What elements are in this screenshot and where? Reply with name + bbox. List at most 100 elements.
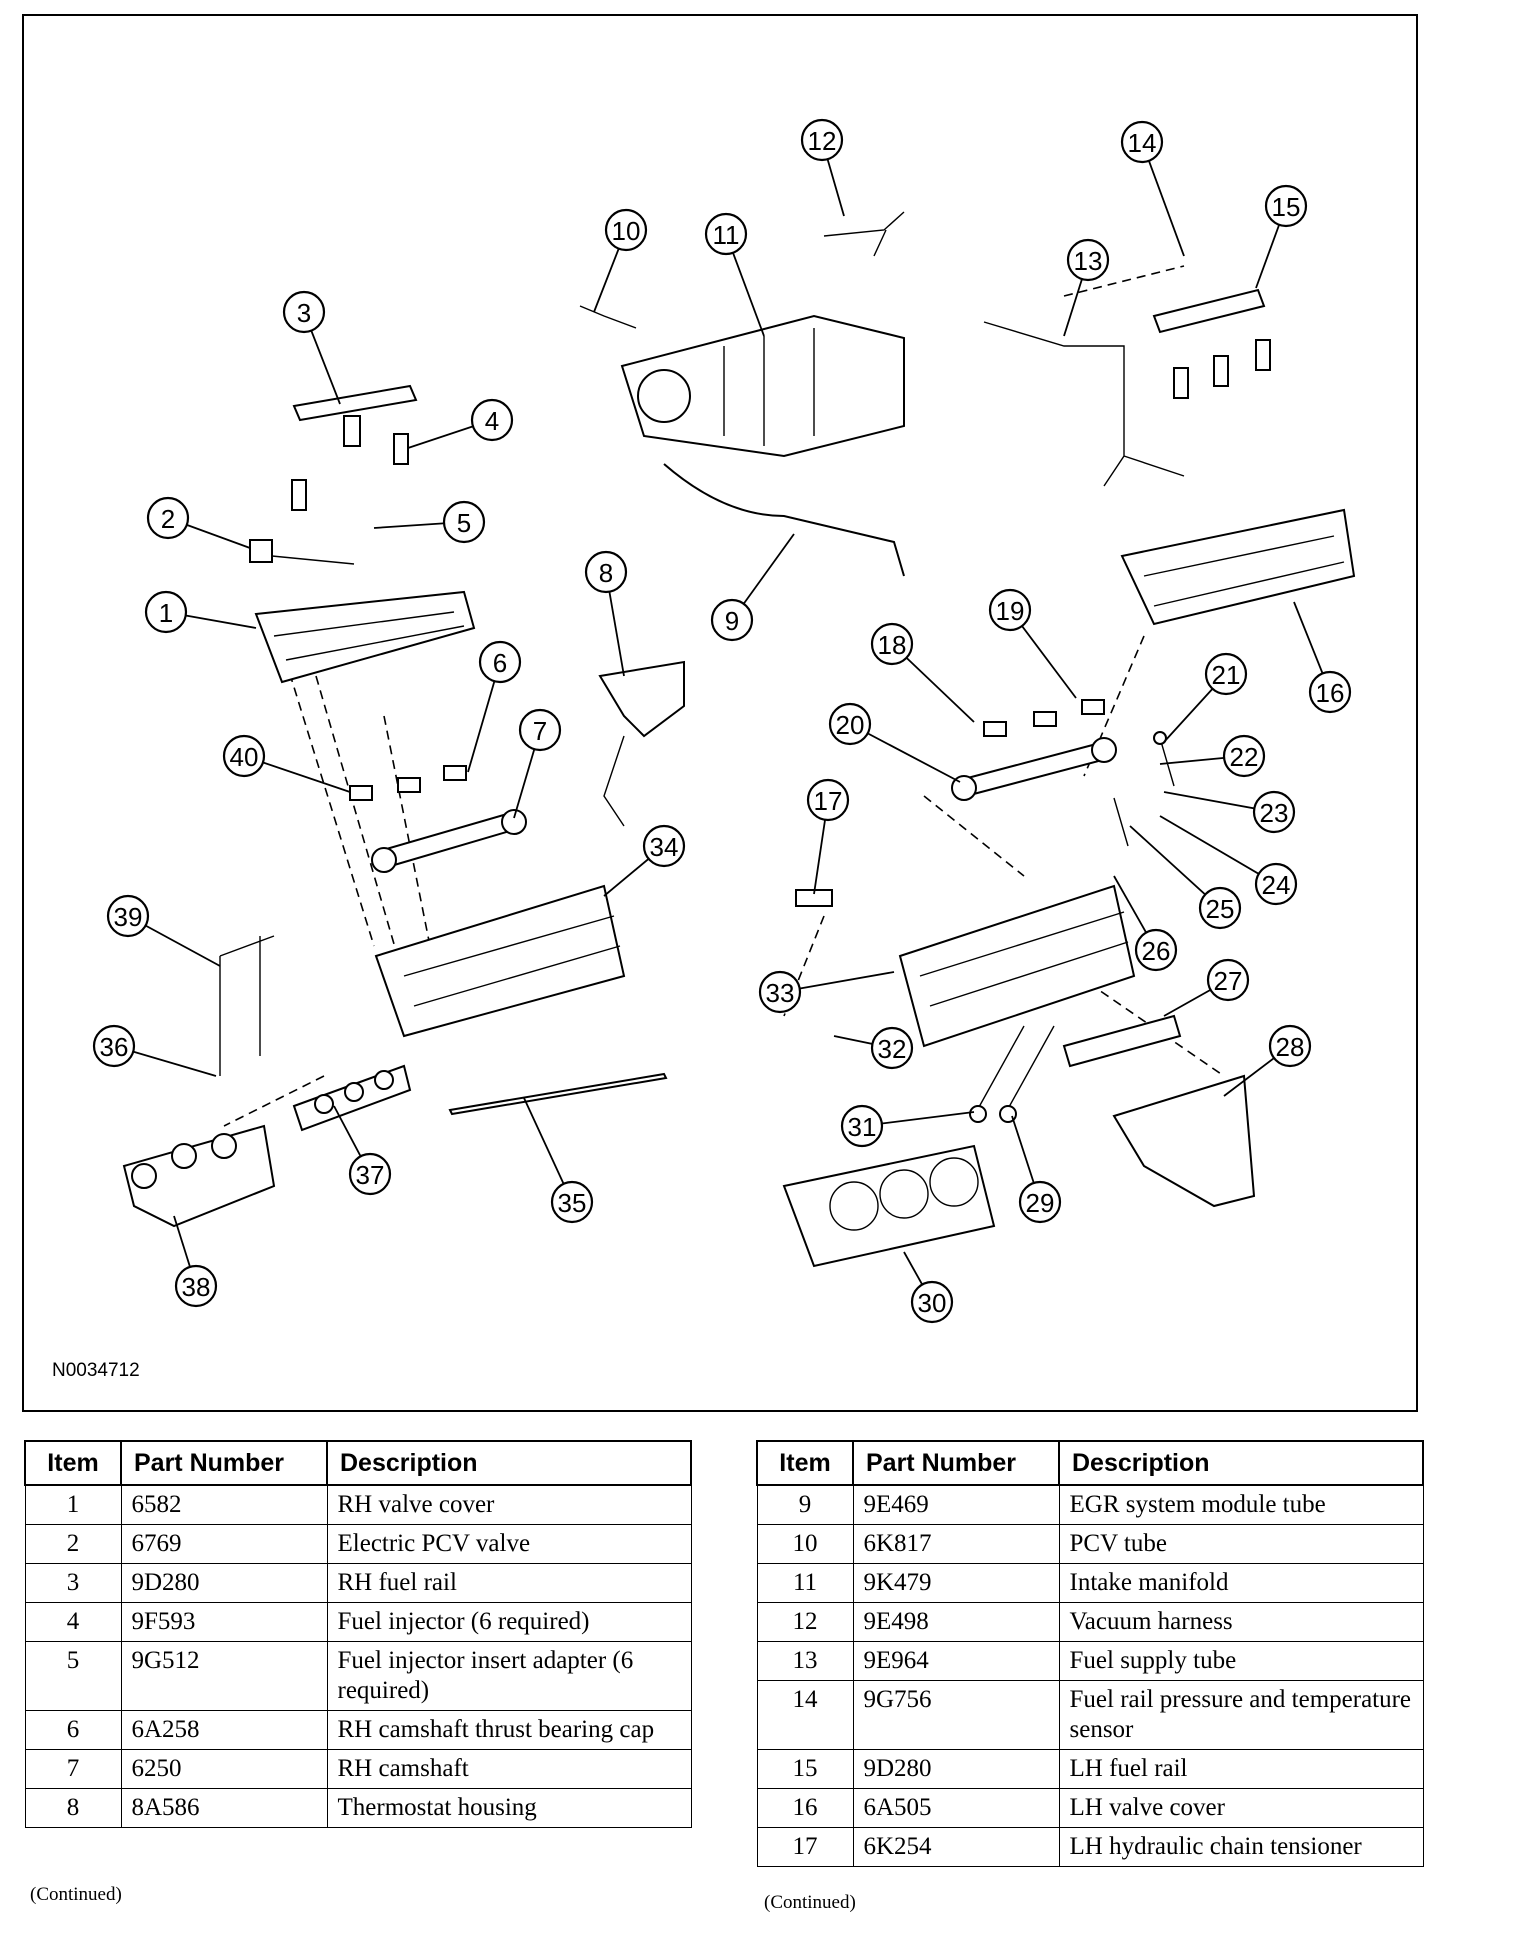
cell-item: 4 — [24, 1602, 122, 1642]
cell-item: 10 — [756, 1524, 854, 1564]
lh-camshaft-shape — [951, 737, 1117, 801]
header-item: Item — [756, 1440, 854, 1486]
assembly-line — [315, 675, 395, 945]
cell-item: 11 — [756, 1563, 854, 1603]
lh-head-gasket-shape — [782, 1144, 996, 1268]
callout-number: 30 — [918, 1288, 947, 1318]
lh-valve-cover-shape — [1120, 508, 1356, 626]
rh-exhaust-manifold-shape — [122, 1124, 276, 1228]
callout-26: 26 — [1134, 928, 1178, 972]
cell-part-number: 6K817 — [852, 1524, 1060, 1564]
callout-34: 34 — [642, 824, 686, 868]
callout-number: 5 — [457, 508, 471, 538]
callout-number: 2 — [161, 504, 175, 534]
pcv-tube-shape — [579, 305, 637, 329]
header-part-number: Part Number — [120, 1440, 328, 1486]
callout-35: 35 — [550, 1180, 594, 1224]
callout-4: 4 — [470, 398, 514, 442]
callout-5: 5 — [442, 500, 486, 544]
cell-description: LH fuel rail — [1058, 1749, 1424, 1789]
cell-description: LH valve cover — [1058, 1788, 1424, 1828]
rh-thrust-caps-shape — [349, 765, 467, 801]
callout-29: 29 — [1018, 1180, 1062, 1224]
callout-3: 3 — [282, 290, 326, 334]
callout-38: 38 — [174, 1264, 218, 1308]
cell-part-number: 8A586 — [120, 1788, 328, 1828]
pcv-valve-shape — [249, 539, 355, 565]
callout-24: 24 — [1254, 862, 1298, 906]
callout-8: 8 — [584, 550, 628, 594]
callout-number: 18 — [878, 630, 907, 660]
callout-12: 12 — [800, 118, 844, 162]
callout-number: 39 — [114, 902, 143, 932]
callout-36: 36 — [92, 1024, 136, 1068]
cell-item: 12 — [756, 1602, 854, 1642]
cell-part-number: 9E964 — [852, 1641, 1060, 1681]
cell-description: RH camshaft thrust bearing cap — [326, 1710, 692, 1750]
cell-part-number: 6K254 — [852, 1827, 1060, 1867]
coolant-tube-shape — [219, 935, 275, 1076]
cell-description: LH hydraulic chain tensioner — [1058, 1827, 1424, 1867]
callout-number: 28 — [1276, 1032, 1305, 1062]
callout-number: 4 — [485, 406, 499, 436]
header-description: Description — [326, 1440, 692, 1486]
lh-exhaust-manifold-shape — [1112, 1074, 1256, 1208]
cell-description: Fuel injector insert adapter (6 required… — [326, 1641, 692, 1711]
cell-item: 13 — [756, 1641, 854, 1681]
cell-description: Fuel rail pressure and temperature senso… — [1058, 1680, 1424, 1750]
callout-number: 26 — [1142, 936, 1171, 966]
lh-thrust-caps-shape — [983, 699, 1105, 737]
cell-part-number: 9K479 — [852, 1563, 1060, 1603]
callout-6: 6 — [478, 640, 522, 684]
cell-description: PCV tube — [1058, 1524, 1424, 1564]
callout-25: 25 — [1198, 886, 1242, 930]
cell-item: 17 — [756, 1827, 854, 1867]
cell-part-number: 9D280 — [120, 1563, 328, 1603]
cell-part-number: 9D280 — [852, 1749, 1060, 1789]
rh-fuel-rail-shape — [291, 384, 418, 511]
callout-30: 30 — [910, 1280, 954, 1324]
callout-7: 7 — [518, 708, 562, 752]
callout-number: 14 — [1128, 128, 1157, 158]
callout-number: 32 — [878, 1034, 907, 1064]
cell-description: RH fuel rail — [326, 1563, 692, 1603]
callout-19: 19 — [988, 588, 1032, 632]
callout-31: 31 — [840, 1104, 884, 1148]
callout-number: 3 — [297, 298, 311, 328]
rh-valve-cover-shape — [254, 590, 476, 684]
callout-number: 40 — [230, 742, 259, 772]
cell-description: Electric PCV valve — [326, 1524, 692, 1564]
cell-item: 15 — [756, 1749, 854, 1789]
header-description: Description — [1058, 1440, 1424, 1486]
cell-part-number: 9F593 — [120, 1602, 328, 1642]
callout-number: 11 — [713, 220, 740, 250]
lh-fuel-rail-shape — [1152, 288, 1271, 399]
cell-part-number: 9G756 — [852, 1680, 1060, 1750]
callout-number: 16 — [1316, 678, 1345, 708]
continued-note-right: (Continued) — [764, 1892, 856, 1913]
header-part-number: Part Number — [852, 1440, 1060, 1486]
assembly-line — [383, 715, 445, 1017]
cell-part-number: 9E498 — [852, 1602, 1060, 1642]
rh-cylinder-head-shape — [374, 884, 626, 1038]
cell-part-number: 6A258 — [120, 1710, 328, 1750]
valves-shape — [969, 1025, 1055, 1123]
rh-exhaust-gasket-shape — [292, 1064, 412, 1132]
callout-number: 10 — [612, 216, 641, 246]
callout-32: 32 — [870, 1026, 914, 1070]
continued-note-left: (Continued) — [30, 1884, 122, 1905]
callout-number: 38 — [182, 1272, 211, 1302]
callout-10: 10 — [604, 208, 648, 252]
cell-description: RH camshaft — [326, 1749, 692, 1789]
callout-number: 31 — [848, 1112, 877, 1142]
